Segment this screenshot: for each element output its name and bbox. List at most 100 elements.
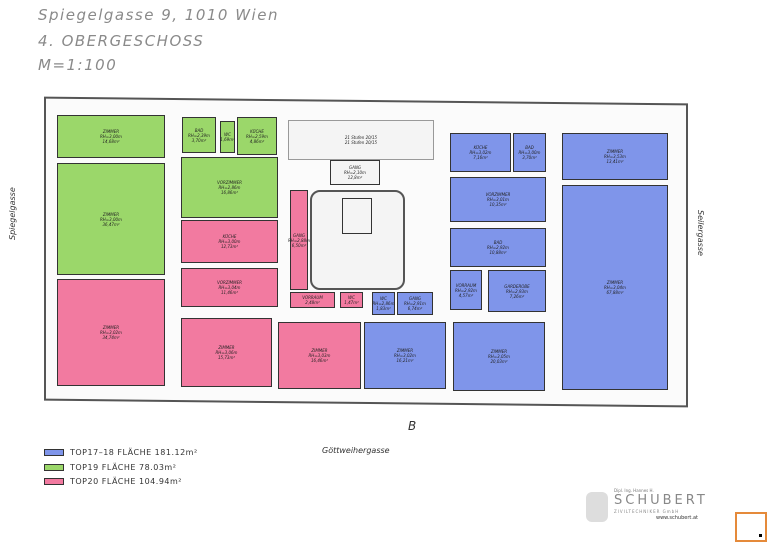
legend-item: TOP17–18 FLÄCHE 181.12m² bbox=[44, 448, 198, 457]
room-name: VORZIMMER bbox=[485, 192, 511, 197]
room-rh: RH=3,04m bbox=[218, 285, 241, 290]
room-area: 3,70m² bbox=[191, 137, 207, 143]
room-area: 1,83m² bbox=[376, 306, 391, 311]
room-rh: RH=3,03m bbox=[308, 353, 331, 358]
stairs-label: 21 Stufen 20/15 bbox=[344, 135, 378, 140]
room-name: VORRAUM bbox=[302, 295, 323, 300]
room-name: VORRAUM bbox=[455, 282, 477, 288]
legend-label: TOP19 FLÄCHE 78.03m² bbox=[70, 463, 177, 472]
elevator bbox=[342, 198, 372, 234]
legend-item: TOP20 FLÄCHE 104.94m² bbox=[44, 477, 182, 486]
room-rh: RH=2,91m bbox=[404, 301, 426, 306]
room-name: BAD bbox=[493, 240, 503, 245]
room-area: 7,16m² bbox=[473, 155, 488, 160]
room-area: 15,73m² bbox=[218, 355, 235, 360]
room-name: WC bbox=[224, 132, 231, 137]
room-rh: RH=3,00m bbox=[218, 239, 241, 244]
legend-swatch bbox=[44, 464, 64, 471]
room-name: ZIMMER bbox=[606, 149, 624, 154]
room-rh: RH=2,88m bbox=[288, 237, 310, 243]
room-name: BAD bbox=[525, 145, 534, 150]
light-court bbox=[310, 190, 405, 290]
room-area: 10,35m² bbox=[489, 202, 507, 207]
floor-title: 4. OBERGESCHOSS bbox=[38, 32, 205, 50]
room-rh: RH=3,02m bbox=[469, 150, 492, 155]
company-logo: Dipl. Ing. Hannes H. SCHUBERT ZIVILTECHN… bbox=[586, 488, 706, 528]
room-rh: RH=3,02m bbox=[394, 353, 416, 358]
room-area: 67,88m² bbox=[606, 290, 624, 295]
room-rh: RH=2,93m bbox=[506, 288, 528, 294]
legend-swatch bbox=[44, 478, 64, 485]
street-bottom: Göttweihergasse bbox=[322, 446, 390, 455]
room-area: 16,46m² bbox=[311, 358, 328, 363]
legend-label: TOP20 FLÄCHE 104.94m² bbox=[70, 477, 182, 486]
room-area: 4,57m² bbox=[458, 292, 474, 298]
room-area: 20,03m² bbox=[490, 359, 508, 364]
room-area: 16,86m² bbox=[221, 190, 238, 195]
section-marker: B bbox=[408, 419, 417, 433]
room-rh: RH=2,86m bbox=[218, 185, 241, 190]
room-name: GANG bbox=[409, 296, 421, 301]
room-area: 3,70m² bbox=[522, 155, 537, 160]
room-name: ZIMMER bbox=[218, 345, 235, 350]
address-title: Spiegelgasse 9, 1010 Wien bbox=[38, 6, 279, 24]
room-area: 16,21m² bbox=[396, 358, 414, 363]
room-name: WC bbox=[380, 296, 387, 301]
room-name: GARDEROBE bbox=[504, 283, 530, 289]
room-area: 13,41m² bbox=[606, 159, 624, 164]
room-name: ZIMMER bbox=[606, 280, 624, 285]
room-name: ZIMMER bbox=[396, 348, 414, 353]
room-name: ZIMMER bbox=[311, 348, 328, 353]
room-area: 4,86m² bbox=[249, 138, 265, 144]
room-rh: RH=2,10m bbox=[344, 170, 366, 175]
room-name: KÜCHE bbox=[473, 145, 488, 150]
room-name: KÜCHE bbox=[250, 128, 264, 134]
logo-name: SCHUBERT bbox=[614, 493, 708, 508]
room-name: VORZIMMER bbox=[217, 280, 242, 285]
room-area: 1,69m² bbox=[220, 137, 235, 142]
room-rh: RH=3,01m bbox=[487, 197, 509, 202]
room-name: GANG bbox=[349, 165, 361, 170]
room-area: 2,48m² bbox=[305, 300, 320, 305]
legend-label: TOP17–18 FLÄCHE 181.12m² bbox=[70, 448, 198, 457]
street-right: Seilergasse bbox=[696, 210, 705, 256]
room-name: WC bbox=[348, 295, 355, 300]
room-rh: RH=2,39m bbox=[188, 132, 210, 138]
corner-frame bbox=[735, 512, 767, 542]
staircase: 21 Stufen 20/15 21 Stufen 20/15 bbox=[288, 120, 434, 160]
eagle-emblem-icon bbox=[586, 492, 608, 522]
room-area: 11,46m² bbox=[221, 290, 238, 295]
legend-swatch bbox=[44, 449, 64, 456]
room-name: ZIMMER bbox=[102, 325, 120, 330]
room-area: 6,50m² bbox=[291, 242, 307, 248]
room-area: 1,47m² bbox=[344, 300, 359, 305]
room-rh: RH=2,86m bbox=[372, 301, 395, 306]
room-rh: RH=2,59m bbox=[246, 133, 268, 139]
room-name: ZIMMER bbox=[490, 349, 508, 354]
room-rh: RH=3,00m bbox=[100, 134, 122, 139]
